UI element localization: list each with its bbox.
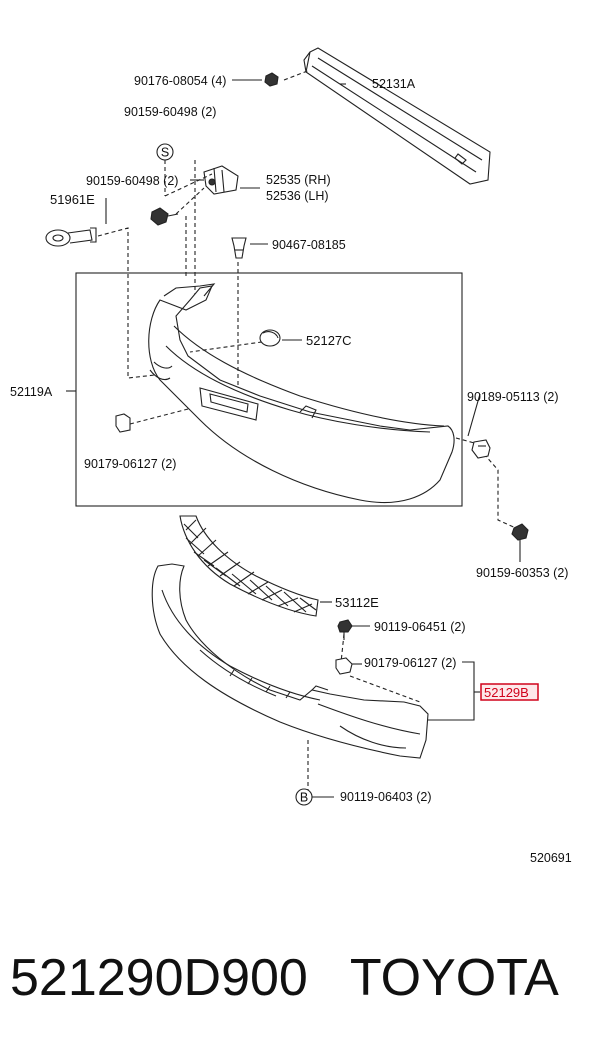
reinforcement-bar — [303, 47, 491, 185]
bolt-icon — [337, 619, 353, 640]
part-label-52127C[interactable]: 52127C — [306, 333, 352, 348]
part-label-90159c[interactable]: 90159-60353 (2) — [476, 566, 568, 580]
s-callout-letter: S — [161, 146, 169, 160]
part-label-51961E[interactable]: 51961E — [50, 192, 95, 207]
part-label-52535[interactable]: 52535 (RH) — [266, 173, 331, 187]
subassembly-box — [75, 272, 463, 507]
part-label-52131A[interactable]: 52131A — [372, 77, 416, 91]
bracket-icon — [203, 165, 239, 195]
part-label-52129B[interactable]: 52129B — [484, 685, 529, 700]
lower-bumper-cover — [151, 563, 429, 759]
upper-bumper-cover — [148, 283, 455, 504]
part-label-90189[interactable]: 90189-05113 (2) — [467, 390, 559, 404]
clip-icon — [471, 439, 491, 459]
parts-diagram: 90176-08054 (4) 52131A 90159-60498 (2) S… — [10, 47, 572, 865]
leader-lines — [66, 79, 521, 798]
tow-hook-icon — [45, 227, 97, 247]
part-label-90179a[interactable]: 90179-06127 (2) — [84, 457, 176, 471]
clip-icon — [115, 413, 131, 433]
part-label-53112E[interactable]: 53112E — [335, 595, 379, 610]
part-label-90119b[interactable]: 90119-06403 (2) — [340, 790, 432, 804]
part-label-90179b[interactable]: 90179-06127 (2) — [364, 656, 456, 670]
bolt-icon — [150, 207, 179, 226]
part-label-90119a[interactable]: 90119-06451 (2) — [374, 620, 466, 634]
part-label-52536[interactable]: 52536 (LH) — [266, 189, 329, 203]
bolt-icon — [511, 523, 529, 560]
grille-icon — [179, 515, 319, 617]
part-label-90176[interactable]: 90176-08054 (4) — [134, 74, 226, 88]
diagram-id: 520691 — [530, 851, 572, 865]
part-label-90159b[interactable]: 90159-60498 (2) — [86, 174, 178, 188]
dashed-leaders — [97, 160, 521, 790]
cap-icon — [259, 329, 281, 347]
part-label-52119A[interactable]: 52119A — [10, 385, 53, 399]
clip-icon — [231, 237, 247, 259]
part-label-90467[interactable]: 90467-08185 — [272, 238, 346, 252]
b-callout-letter: B — [300, 791, 308, 805]
footer-part-number: 521290D900 — [10, 949, 308, 1007]
clip-icon — [335, 657, 353, 675]
bolt-icon — [264, 72, 279, 87]
footer-brand: TOYOTA — [349, 949, 559, 1007]
part-label-90159a[interactable]: 90159-60498 (2) — [124, 105, 216, 119]
highlight-box — [480, 683, 539, 701]
footer-caption: 521290D900 TOYOTA — [10, 938, 595, 1018]
